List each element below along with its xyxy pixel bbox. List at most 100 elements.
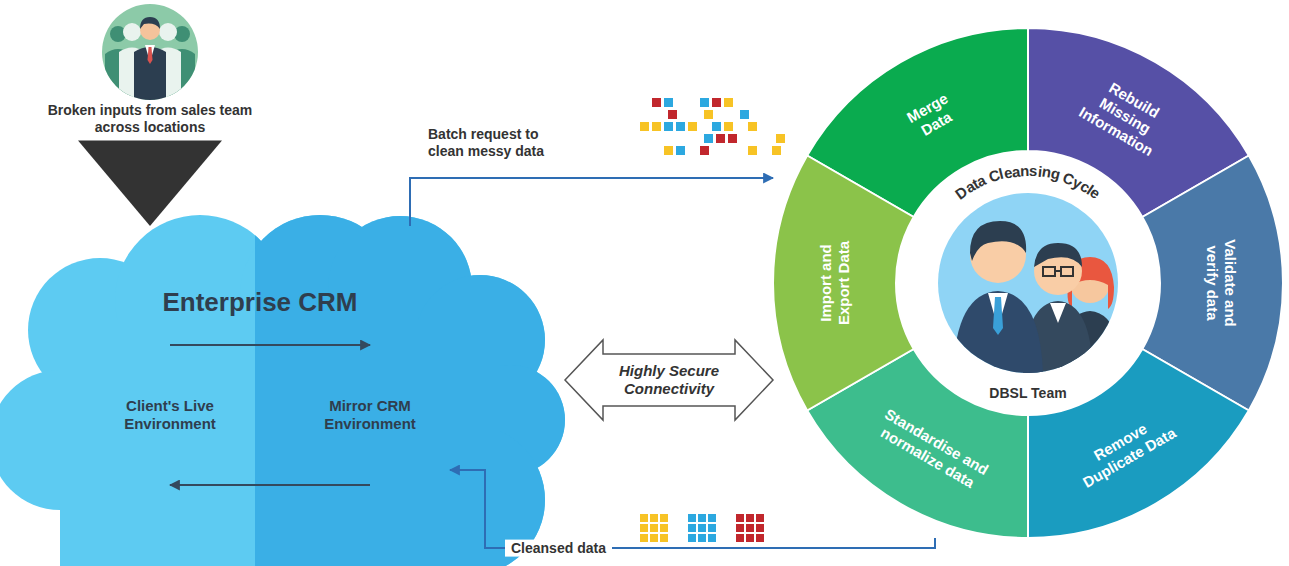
data-squares-part (688, 524, 696, 532)
data-squares-part (736, 524, 744, 532)
data-squares-part (660, 524, 668, 532)
sales-team-icon-part-part (140, 17, 160, 29)
team-illustration-part-part (1055, 270, 1061, 272)
cycle-step: Standardise and normalize data (866, 402, 997, 498)
data-squares-part (660, 514, 668, 522)
data-squares-part (668, 110, 677, 119)
data-squares-part (746, 524, 754, 532)
data-squares-part (650, 524, 658, 532)
cleansing-cycle: Data Cleansing Cycle Merge Data Rebuild Mi… (773, 28, 1283, 538)
team-label-node: DBSL Team (989, 385, 1066, 402)
step-label: Rebuild Missing Information (1068, 67, 1182, 164)
data-squares-part (698, 534, 706, 542)
team-caption: Broken inputs from sales team across loc… (45, 4, 255, 136)
environment-label: Client's Live Environment (94, 397, 246, 433)
sync-arrow (170, 484, 370, 486)
data-squares-part (698, 524, 706, 532)
flow-triangle (78, 141, 222, 226)
team-illustration-part-part (1050, 303, 1066, 323)
data-squares-part (728, 134, 737, 143)
cloud-shape-part (0, 215, 565, 566)
sales-team-icon-part-part (159, 23, 177, 41)
data-squares-part (740, 110, 749, 119)
data-squares-part (748, 146, 757, 155)
cycle-step: Import and Export Data (817, 228, 853, 338)
data-squares-part (736, 514, 744, 522)
data-squares-part (748, 122, 757, 131)
cycle-ring (773, 28, 1283, 538)
edge-label-holder: Batch request to clean messy data (428, 126, 568, 160)
data-squares-part (640, 534, 648, 542)
environment-label: Mirror CRM Environment (294, 397, 446, 433)
data-squares-part (746, 534, 754, 542)
secure-link-arrow (565, 340, 773, 420)
data-squares-part (756, 514, 764, 522)
data-squares-part (736, 534, 744, 542)
step-label: Merge Data (896, 85, 968, 147)
data-squares-part (688, 534, 696, 542)
data-squares-part (704, 110, 713, 119)
data-squares-part (650, 534, 658, 542)
step-label: Standardise and normalize data (866, 402, 997, 498)
edge-label-holder: Cleansed data (505, 540, 612, 557)
team-label: DBSL Team (989, 385, 1066, 402)
edge-label: Cleansed data (505, 540, 612, 557)
data-squares-part (708, 534, 716, 542)
data-squares-part (724, 98, 733, 107)
crm-cloud: Enterprise CRM Client's Live Environment M… (0, 226, 565, 566)
data-squares-part (652, 122, 661, 131)
data-squares-part (664, 146, 673, 155)
data-squares-part (660, 534, 668, 542)
cloud-shape-part (255, 215, 565, 566)
data-squares-part (640, 514, 648, 522)
data-squares-part (676, 146, 685, 155)
team-illustration-part-part (993, 297, 1003, 335)
sales-team-icon (102, 4, 198, 100)
ring-segment (1028, 349, 1249, 538)
sales-team-icon-part-part (123, 23, 141, 41)
data-squares-part (712, 98, 721, 107)
cycle-title: Data Cleansing Cycle (950, 159, 1108, 205)
data-squares-part (652, 98, 661, 107)
edge-label: Highly Secure Connectivity (606, 362, 732, 398)
data-squares-part (688, 514, 696, 522)
team-illustration-part-part (953, 291, 1043, 373)
sales-team-icon-part-part (134, 47, 166, 100)
data-squares-part (746, 514, 754, 522)
return-arrow (450, 470, 935, 548)
cycle-step: Remove Duplicate Data (1064, 405, 1186, 496)
data-squares-part (716, 134, 725, 143)
data-squares-part (708, 514, 716, 522)
cloud-shape (0, 215, 565, 566)
data-squares-part (708, 524, 716, 532)
team-illustration (938, 193, 1122, 373)
team-illustration-part-part (970, 221, 1026, 261)
step-label: Import and Export Data (817, 228, 853, 338)
data-squares-part (772, 146, 781, 155)
edge-label-holder: Highly Secure Connectivity (606, 362, 732, 398)
data-squares-part (640, 524, 648, 532)
data-squares-part (676, 122, 685, 131)
data-squares-part (698, 514, 706, 522)
data-squares (640, 98, 785, 542)
team-illustration-part-part (1043, 267, 1055, 276)
cycle-step: Rebuild Missing Information (1068, 67, 1182, 164)
edge-label: Batch request to clean messy data (428, 126, 568, 160)
sales-team-icon-part-part (148, 47, 153, 64)
cloud-title: Enterprise CRM (0, 287, 520, 318)
data-squares-part (700, 146, 709, 155)
data-squares-part (650, 514, 658, 522)
data-squares-part (704, 134, 713, 143)
step-label: Remove Duplicate Data (1064, 405, 1186, 496)
sales-team-icon-part (102, 4, 198, 100)
ring-segment (773, 156, 914, 411)
request-arrow (410, 178, 773, 226)
team-illustration-part-part (1034, 243, 1082, 267)
team-illustration-part-part (1061, 267, 1073, 276)
team-illustration-part (953, 221, 1122, 373)
cycle-step: Merge Data (896, 85, 968, 147)
environment-box: Client's Live Environment (90, 345, 250, 485)
data-squares-part (688, 122, 697, 131)
data-squares-part (700, 98, 709, 107)
